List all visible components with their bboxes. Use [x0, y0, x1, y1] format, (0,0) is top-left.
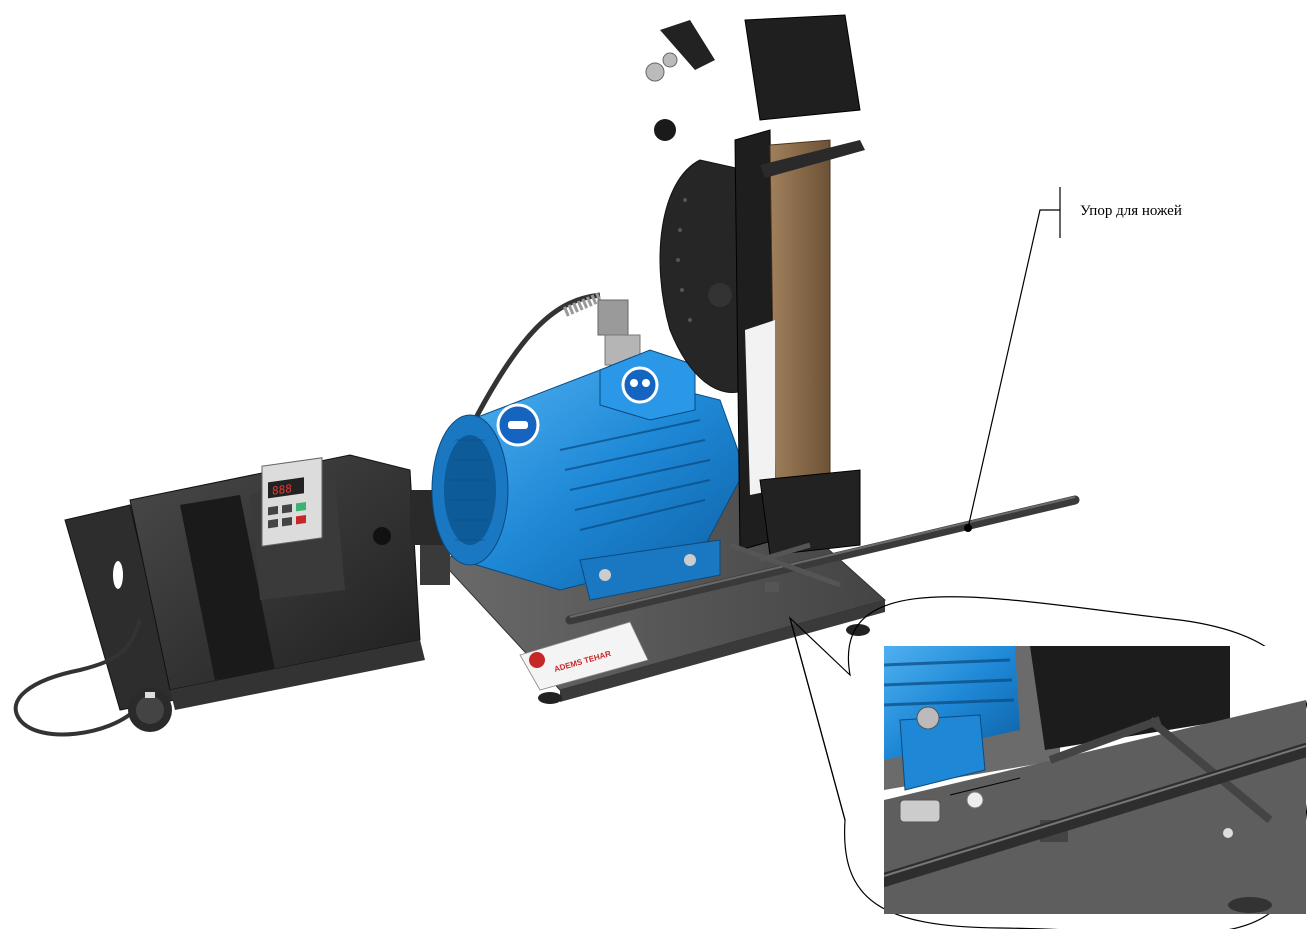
callout	[964, 187, 1061, 532]
controller-display	[261, 457, 323, 547]
knife-rest-label: Упор для ножей	[1080, 203, 1182, 219]
goggles-sign-icon	[621, 366, 659, 404]
frequency-controller: 888	[64, 454, 450, 711]
brand-logo-icon	[529, 652, 545, 668]
belt-grinder-frame	[645, 14, 865, 556]
safety-sign-icon	[496, 403, 540, 447]
detail-inset	[884, 646, 1306, 914]
controller-knob	[373, 527, 391, 545]
knife-rest	[565, 495, 1080, 625]
power-plug-icon	[128, 688, 172, 732]
svg-text:888: 888	[272, 482, 292, 498]
electric-motor	[431, 292, 746, 601]
brand-plate: ADEMS TEHAR	[519, 621, 649, 691]
power-cable	[13, 619, 172, 737]
